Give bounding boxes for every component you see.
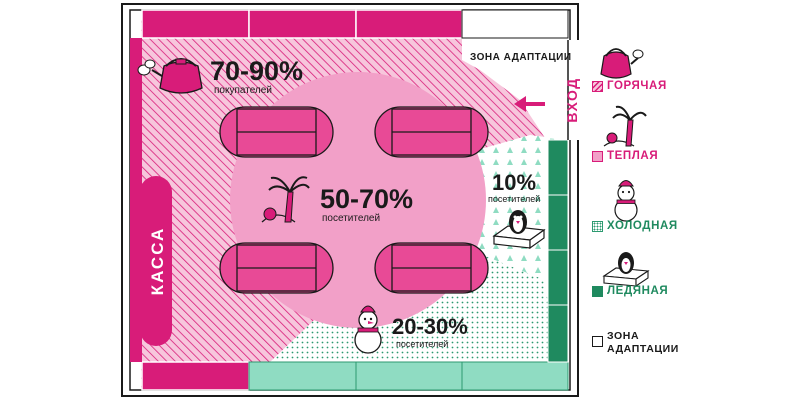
legend-item-icy: ЛЕДЯНАЯ	[592, 285, 668, 297]
icy-zone-area	[460, 135, 568, 362]
hot-swatch	[592, 80, 603, 92]
legend-item-hot: ГОРЯЧАЯ	[592, 80, 667, 92]
right-shelves	[547, 139, 569, 363]
warm-swatch	[592, 150, 603, 162]
cashier-desk: КАССА	[140, 176, 172, 346]
cold-swatch	[592, 220, 603, 232]
top-shelves	[141, 9, 569, 39]
store-wall	[121, 3, 579, 397]
table-top-right	[374, 106, 489, 158]
legend-item-adaptation: ЗОНА АДАПТАЦИИ	[592, 330, 679, 356]
snowman-icon	[354, 305, 382, 354]
legend-penguin-icon	[602, 252, 650, 288]
legend-label-cold: ХОЛОДНАЯ	[607, 220, 678, 232]
table-bottom-left	[219, 242, 334, 294]
entrance-arrow	[514, 96, 545, 112]
penguin-on-ice-icon	[492, 210, 546, 250]
table-bottom-right	[374, 242, 489, 294]
entrance-label: ВХОД	[564, 77, 580, 122]
cashier-label: КАССА	[148, 227, 167, 296]
kettle-icon	[137, 58, 203, 94]
icy-zone-value: 10%	[492, 170, 536, 195]
legend-label-adaptation-1: ЗОНА	[607, 330, 640, 342]
icy-zone-caption: посетителей	[488, 194, 540, 204]
hot-zone-value: 70-90%	[210, 56, 303, 86]
hot-zone-caption: покупателей	[214, 85, 272, 96]
legend-snowman-icon	[614, 180, 638, 222]
adaptation-zone-label: ЗОНА АДАПТАЦИИ	[470, 52, 572, 63]
legend-label-hot: ГОРЯЧАЯ	[607, 80, 667, 92]
icy-swatch	[592, 285, 603, 297]
cold-zone-value: 20-30%	[392, 314, 468, 339]
warm-zone-caption: посетителей	[322, 213, 380, 224]
legend-label-adaptation-2: АДАПТАЦИИ	[607, 343, 679, 355]
warm-zone-value: 50-70%	[320, 184, 413, 214]
legend-item-warm: ТЕПЛАЯ	[592, 150, 658, 162]
table-top-left	[219, 106, 334, 158]
legend-item-cold: ХОЛОДНАЯ	[592, 220, 678, 232]
cold-zone-caption: посетителей	[396, 339, 448, 349]
palm-icon	[261, 176, 310, 223]
legend-palm-icon	[603, 105, 647, 147]
legend-label-warm: ТЕПЛАЯ	[607, 150, 659, 162]
bottom-shelves	[141, 361, 569, 391]
adaptation-swatch	[592, 336, 603, 347]
legend-label-icy: ЛЕДЯНАЯ	[607, 285, 669, 297]
legend-kettle-icon	[600, 48, 644, 79]
